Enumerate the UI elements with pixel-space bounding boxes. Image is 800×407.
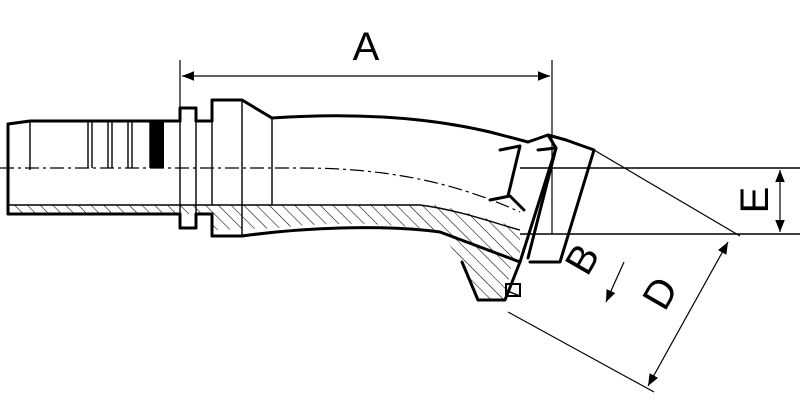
dimension-a-label: A [353,25,380,69]
dimension-d-label: D [634,270,687,317]
tail-ribs [87,121,164,168]
center-lines [0,167,800,235]
dimension-e: E [733,170,785,232]
dimension-a: A [179,25,553,234]
fitting-outline [6,98,596,302]
dimension-e-label: E [733,187,777,214]
dimension-b: B [557,237,625,303]
hatched-section [8,205,520,300]
